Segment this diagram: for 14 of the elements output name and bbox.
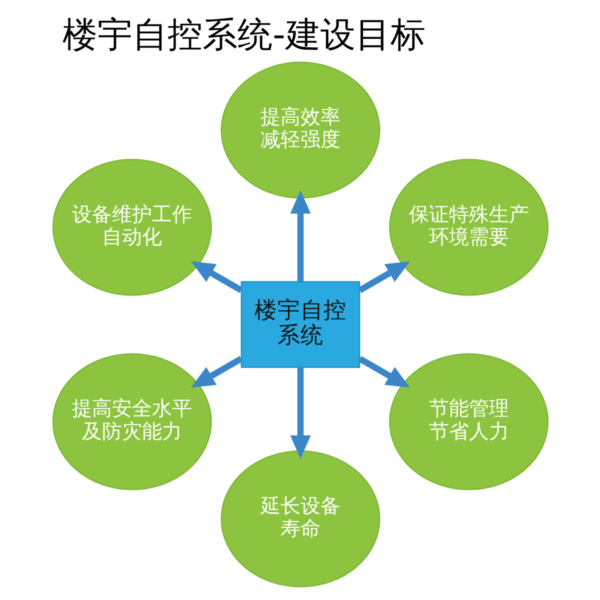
diagram-title: 楼宇自控系统-建设目标 [62,14,425,56]
node-ellipse: 延长设备寿命 [220,450,380,588]
arrow [358,356,410,388]
arrow [190,261,242,293]
node-ellipse: 节能管理节省人力 [388,353,548,490]
node-ellipse: 保证特殊生产环境需要 [388,158,548,296]
node-ellipse: 提高安全水平及防灾能力 [52,353,212,490]
arrow [190,356,242,388]
node-ellipse: 设备维护工作自动化 [52,158,212,296]
arrow [290,190,310,282]
arrow [290,368,310,459]
node-ellipse: 提高效率减轻强度 [220,62,380,199]
arrow [358,261,410,293]
node-box: 楼宇自控系统 [240,281,360,368]
